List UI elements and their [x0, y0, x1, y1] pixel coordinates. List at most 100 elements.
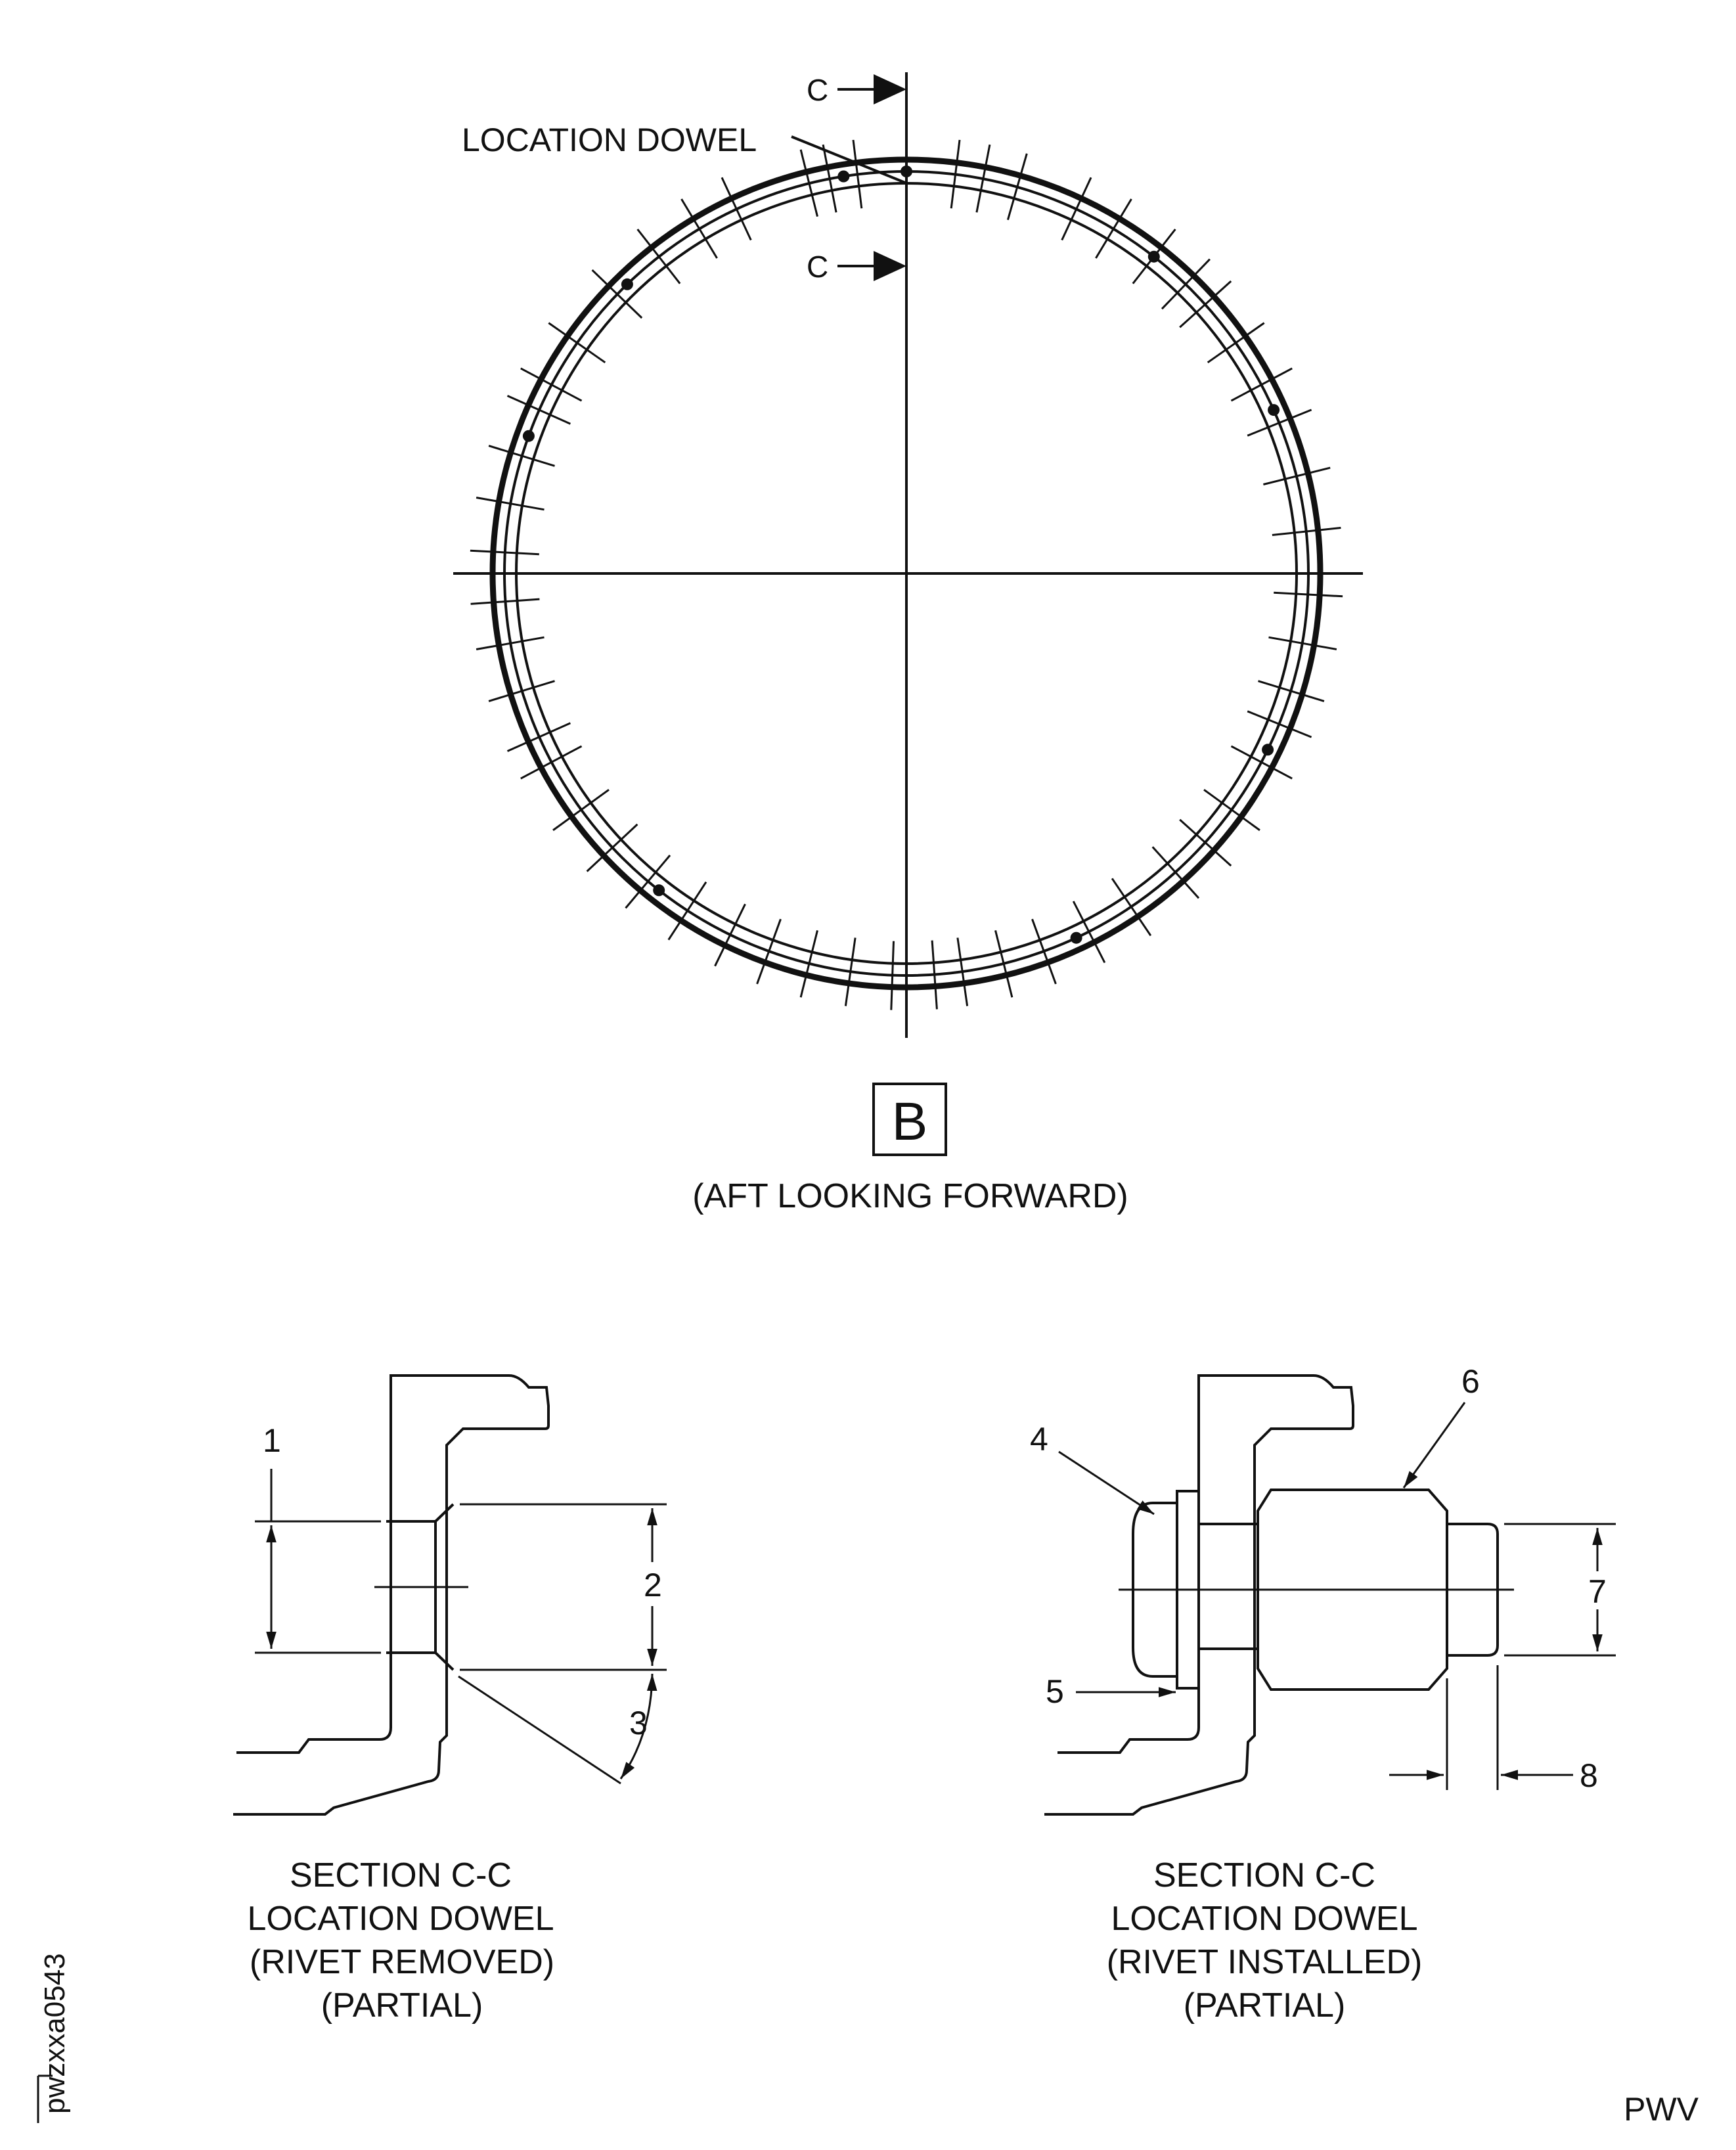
bolt-hole-tick: [975, 144, 991, 213]
bolt-hole-tick: [1207, 322, 1265, 364]
bolt-hole-tick: [548, 322, 606, 364]
bolt-hole-tick: [680, 198, 718, 259]
bolt-hole-tick: [852, 139, 863, 209]
callout-1: 1: [263, 1422, 281, 1459]
section-left-rivet-removed: 1 2 3 SECTION C-C LOCATION DOWEL (RIVET …: [233, 1374, 667, 2025]
bolt-hole-tick: [470, 549, 539, 556]
rivet-dot: [1070, 931, 1082, 944]
callout-2: 2: [644, 1567, 662, 1603]
bolt-hole-tick: [822, 144, 837, 213]
callout-6: 6: [1461, 1363, 1480, 1400]
bolt-hole-tick: [1111, 878, 1152, 937]
bolt-hole-tick: [1179, 818, 1232, 867]
section-letter-top: C: [807, 73, 828, 107]
rivet-shank: [1197, 1523, 1259, 1650]
flange-profile-left: [233, 1374, 550, 1816]
section-left-caption-line3: (RIVET REMOVED): [250, 1943, 554, 1981]
section-marker-bottom: C: [807, 250, 906, 284]
callout-6-leader: [1402, 1402, 1466, 1489]
rivet-dot: [653, 884, 665, 897]
bolt-hole-tick: [506, 722, 571, 752]
bolt-hole-tick: [476, 636, 545, 650]
section-arrow-bottom-head: [874, 251, 906, 281]
bolt-hole-tick: [476, 497, 545, 511]
section-left-caption-line4: (PARTIAL): [321, 1986, 483, 2025]
figure-id-block: pwzxxa0543: [37, 1953, 71, 2123]
rivet-collar: [1257, 1489, 1448, 1691]
bolt-hole-tick: [1179, 280, 1232, 328]
bolt-hole-tick: [714, 903, 746, 967]
rivet-dots: [522, 166, 1280, 944]
bolt-hole-tick: [667, 881, 707, 941]
dim3-arc: [619, 1673, 657, 1780]
callout-4-leader: [1058, 1450, 1155, 1515]
bolt-hole-tick: [1272, 527, 1341, 536]
bolt-hole-tick: [721, 177, 752, 241]
view-label: B (AFT LOOKING FORWARD): [692, 1083, 1128, 1215]
bolt-hole-tick: [1268, 636, 1337, 650]
bolt-hole-tick: [520, 745, 583, 780]
bolt-hole-tick: [994, 930, 1013, 998]
bolt-hole-tick: [488, 445, 555, 467]
bolt-hole-tick: [1203, 788, 1260, 832]
rivet-dot: [837, 170, 850, 183]
bolt-hole-tick: [756, 918, 782, 985]
bolt-hole-tick: [1230, 745, 1293, 780]
bolt-hole-tick: [506, 395, 571, 425]
view-letter-box: [872, 1083, 947, 1156]
bolt-hole-tick: [552, 788, 610, 832]
section-right-caption-line3: (RIVET INSTALLED): [1107, 1943, 1423, 1981]
callout-4: 4: [1030, 1421, 1048, 1458]
bolt-hole-tick: [636, 229, 681, 284]
location-dowel-label: LOCATION DOWEL: [462, 122, 757, 158]
callout-7: 7: [1588, 1573, 1607, 1610]
rivet-dot: [901, 166, 912, 177]
bolt-hole-tick: [488, 680, 555, 702]
callout-3: 3: [629, 1705, 648, 1741]
section-left-caption-line1: SECTION C-C: [290, 1856, 512, 1894]
bolt-hole-tick: [1072, 901, 1106, 964]
rivet-dot: [1147, 250, 1160, 263]
bolt-hole-tick: [1031, 918, 1057, 985]
bolt-hole-tick: [1263, 466, 1331, 485]
bolt-hole-tick: [931, 940, 938, 1010]
corner-mark: PWV: [1624, 2091, 1699, 2128]
rivet-dot: [522, 430, 535, 442]
bolt-hole-tick: [591, 269, 643, 319]
section-right-caption-line2: LOCATION DOWEL: [1111, 1900, 1417, 1938]
bolt-hole-tick: [1061, 177, 1092, 241]
bolt-hole-tick: [1258, 680, 1325, 702]
flange-ring-view: C C LOCATION DOWEL: [453, 72, 1363, 1038]
dim3-angle-leg: [458, 1675, 621, 1785]
bolt-hole-tick: [1151, 846, 1200, 899]
bolt-hole-tick: [470, 598, 540, 605]
bolt-hole-tick: [1247, 710, 1312, 738]
bolt-hole-tick: [956, 937, 969, 1006]
bolt-hole-tick: [890, 941, 895, 1010]
section-left-caption-line2: LOCATION DOWEL: [247, 1900, 554, 1938]
bolt-hole-tick: [799, 930, 818, 998]
section-marker-top: C: [807, 73, 906, 107]
flange-profile-right: [1044, 1374, 1354, 1816]
bolt-hole-tick: [1095, 198, 1132, 259]
bolt-hole-ticks: [470, 139, 1343, 1010]
view-letter: B: [892, 1092, 928, 1152]
bolt-hole-tick: [1161, 258, 1211, 310]
chamfer-bottom: [434, 1651, 455, 1671]
callout-8: 8: [1580, 1757, 1598, 1794]
bolt-hole-tick: [844, 937, 857, 1006]
section-arrow-top-head: [874, 74, 906, 104]
figure-id: pwzxxa0543: [39, 1953, 71, 2114]
section-right-rivet-installed: 4 5 6 7 8 SECTION C-C LOCATION DOWEL (RI…: [1030, 1363, 1616, 2025]
section-letter-bottom: C: [807, 250, 828, 284]
bolt-hole-tick: [1247, 409, 1312, 437]
section-right-caption-line4: (PARTIAL): [1184, 1986, 1346, 2025]
rivet-dot: [1262, 744, 1274, 756]
bolt-hole-tick: [625, 855, 671, 909]
location-dowel-leader: [791, 135, 906, 184]
bolt-hole-tick: [950, 139, 961, 209]
bolt-hole-tick: [799, 149, 818, 217]
chamfer-top: [434, 1503, 455, 1523]
callout-5: 5: [1046, 1673, 1064, 1710]
